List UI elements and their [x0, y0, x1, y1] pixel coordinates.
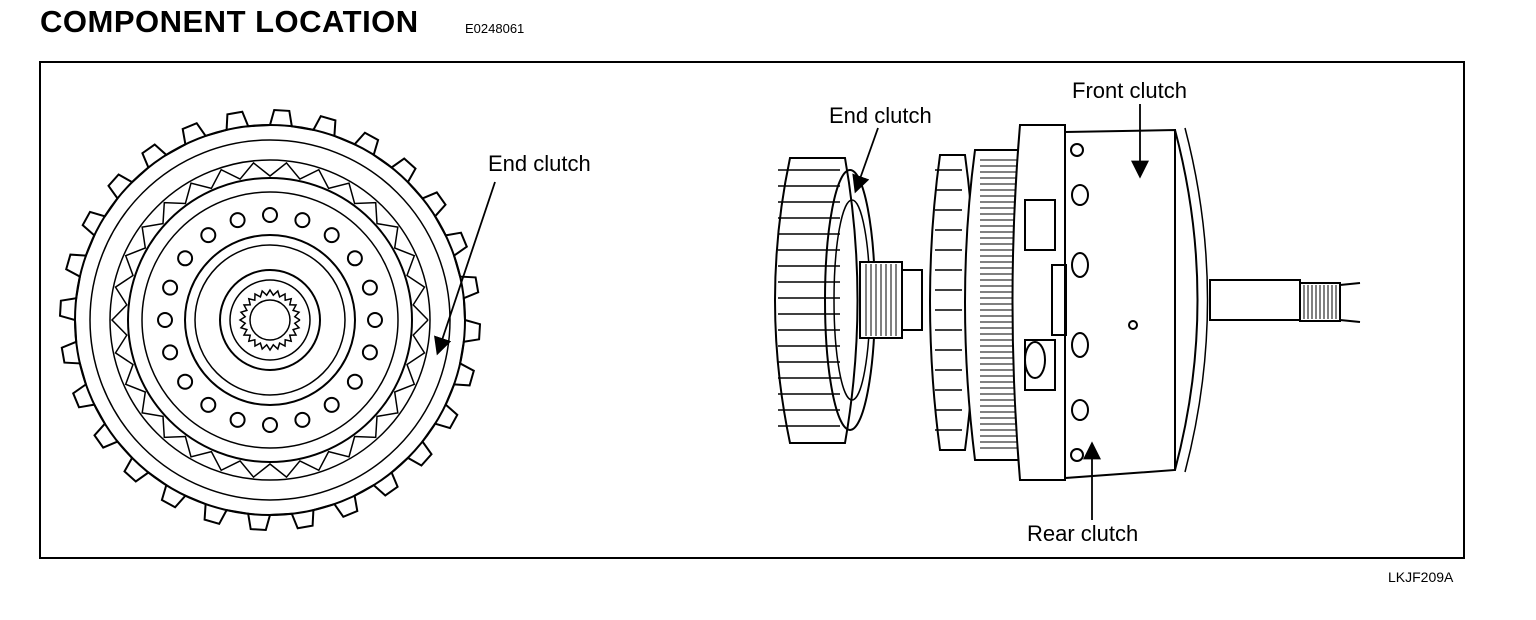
bolt-holes [157, 207, 383, 433]
callout-arrows [434, 104, 1149, 520]
page-title: COMPONENT LOCATION [40, 4, 419, 39]
front-clutch-label: Front clutch [1072, 78, 1187, 103]
end-clutch-label-left: End clutch [488, 151, 591, 176]
end-clutch-label-right: End clutch [829, 103, 932, 128]
outer-clutch-teeth [58, 108, 482, 532]
diagram-frame [39, 61, 1465, 559]
rear-clutch-label: Rear clutch [1027, 521, 1139, 546]
shaft-splines [865, 264, 897, 336]
rear-clutch-ribs [935, 159, 1018, 449]
figure-reference: LKJF209A [1388, 569, 1454, 585]
output-shaft-splines [1303, 285, 1337, 319]
friction-plate-pattern [110, 161, 429, 479]
clutch-assembly-side-view [774, 124, 1361, 481]
end-clutch-front-view [58, 108, 482, 532]
spline-hub [238, 288, 301, 352]
document-code: E0248061 [465, 21, 525, 36]
